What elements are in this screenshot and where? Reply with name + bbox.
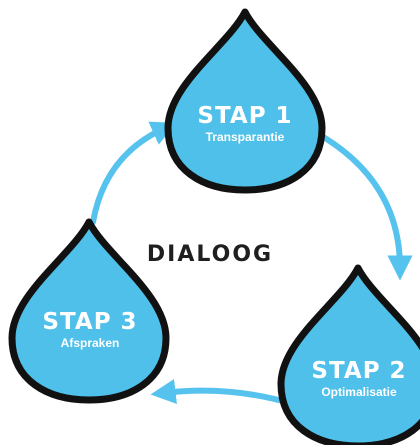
step-2-label: STAP 2 Optimalisatie (284, 358, 420, 400)
drop-step2 (277, 264, 420, 445)
arrow-step2-to-step3 (150, 378, 296, 407)
arrow-step1-to-step2 (322, 135, 413, 281)
step-title: STAP 2 (311, 358, 407, 384)
center-label: DIALOOG (146, 242, 274, 267)
drop-step3 (8, 218, 170, 404)
step-subtitle: Transparantie (205, 130, 285, 144)
step-title: STAP 1 (197, 103, 293, 129)
step-subtitle: Afspraken (60, 336, 120, 350)
step-title: STAP 3 (42, 309, 138, 335)
step-subtitle: Optimalisatie (321, 385, 397, 399)
drop-step1 (164, 8, 326, 194)
arrow-step3-to-step1 (90, 121, 177, 225)
step-3-label: STAP 3 Afspraken (15, 309, 165, 351)
step-1-label: STAP 1 Transparantie (170, 103, 320, 145)
